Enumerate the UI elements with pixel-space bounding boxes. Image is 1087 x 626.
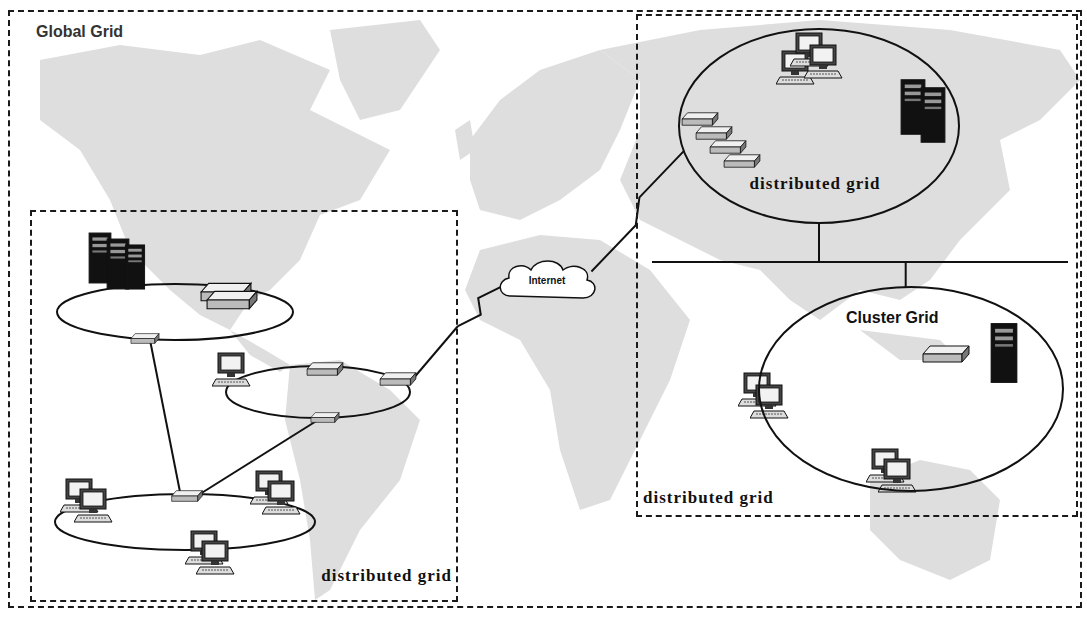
region-label: distributed grid bbox=[643, 488, 774, 508]
network-wire bbox=[150, 340, 180, 492]
grid-ring: distributed grid bbox=[678, 28, 960, 224]
server-icon bbox=[125, 245, 144, 289]
continent bbox=[465, 235, 690, 510]
continent bbox=[470, 50, 640, 220]
cloud-outline bbox=[500, 261, 595, 298]
computer-icon bbox=[74, 489, 112, 522]
hub-icon bbox=[172, 491, 203, 502]
ring-label: distributed grid bbox=[750, 174, 881, 194]
ring-label: Cluster Grid bbox=[846, 308, 938, 327]
continent bbox=[330, 20, 440, 120]
ring-outline bbox=[759, 287, 1063, 491]
computer-icon bbox=[196, 541, 234, 574]
hub-icon bbox=[131, 334, 159, 344]
hub-icon bbox=[724, 155, 760, 167]
hub-icon bbox=[311, 413, 339, 423]
global-grid-frame: distributed griddistributed gridCluster … bbox=[8, 10, 1082, 608]
hub-icon bbox=[682, 113, 718, 125]
network-link bbox=[819, 223, 906, 287]
printer-icon bbox=[207, 291, 257, 308]
continent bbox=[870, 460, 1000, 580]
computer-icon bbox=[878, 459, 916, 492]
continent bbox=[600, 20, 1080, 320]
continent bbox=[455, 120, 475, 160]
ellipse-outline bbox=[678, 28, 960, 224]
server-icon bbox=[991, 324, 1016, 383]
server-icon bbox=[921, 88, 945, 142]
ring-outline bbox=[679, 29, 959, 223]
hub-icon bbox=[710, 141, 746, 153]
printer-icon bbox=[923, 346, 969, 362]
region-title: Global Grid bbox=[36, 22, 123, 41]
hub-icon bbox=[696, 127, 732, 139]
distributed-grid-region: distributed gridCluster Griddistributed … bbox=[636, 14, 1078, 517]
computer-icon bbox=[750, 385, 788, 418]
computer-icon bbox=[804, 45, 842, 78]
network-wire bbox=[412, 326, 458, 380]
computer-icon bbox=[262, 481, 300, 514]
cloud-label: Internet bbox=[529, 275, 566, 287]
network-ring bbox=[57, 284, 293, 340]
network-link bbox=[458, 287, 501, 326]
internet-cloud: Internet bbox=[493, 256, 601, 304]
continent bbox=[285, 360, 420, 600]
continent bbox=[40, 40, 390, 330]
hub-icon bbox=[307, 363, 343, 375]
cluster-grid-ring: Cluster Grid bbox=[758, 286, 1064, 492]
region-label: distributed grid bbox=[321, 566, 452, 586]
distributed-grid-region: distributed grid bbox=[30, 210, 458, 602]
hub-icon bbox=[380, 373, 416, 385]
computer-icon bbox=[212, 353, 250, 386]
